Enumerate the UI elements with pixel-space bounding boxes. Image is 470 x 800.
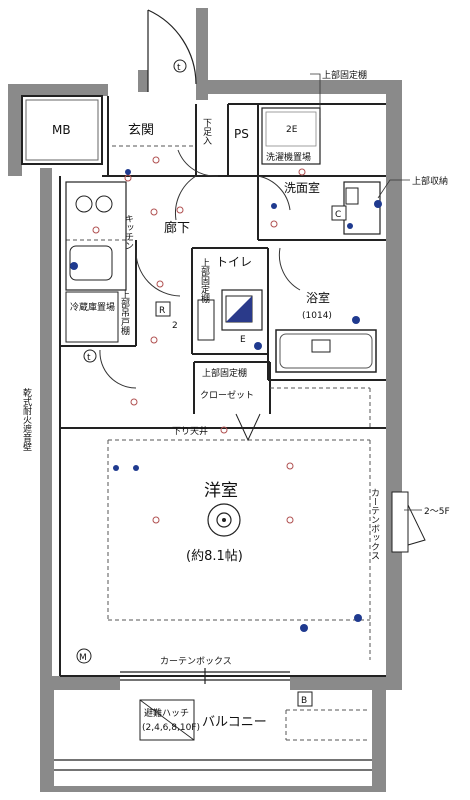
label-curtain-box-side: カーテンボックス: [369, 488, 380, 560]
interior-walls: [59, 96, 386, 677]
wall-bottom-left: [40, 676, 120, 690]
label-roka: 廊下: [164, 220, 190, 236]
washbasin-mirror: [345, 187, 359, 205]
structural-walls: [8, 8, 402, 792]
label-jobu-tsuri-todana: 上部吊戸棚: [119, 290, 130, 336]
label-sentakuki: 洗濯機置場: [266, 151, 311, 163]
label-yokushitsu-size: (1014): [302, 311, 332, 321]
label-toilet: トイレ: [216, 255, 252, 269]
stove-burner-1: [75, 195, 93, 213]
symbol-c: C: [335, 210, 341, 220]
bathtub: [275, 329, 377, 373]
label-floors-2-5: 2〜5F: [424, 507, 450, 517]
closet-door: [235, 413, 261, 442]
kitchen-counter: [65, 181, 127, 291]
mb-inner: [25, 99, 99, 161]
c-symbol-box: [331, 205, 347, 221]
symbol-num-2e: 2E: [286, 125, 298, 135]
label-jobu-kotei-dana-closet: 上部固定棚: [202, 367, 247, 379]
stove-burner-2: [95, 195, 113, 213]
label-hinan-floors: (2,4,6,8,10F): [142, 723, 200, 733]
evacuation-hatch: [139, 699, 195, 741]
label-ps: PS: [234, 127, 249, 141]
label-yokushitsu: 浴室: [306, 290, 330, 305]
wall-top-left-stub: [138, 70, 148, 92]
entrance-door: [147, 9, 197, 92]
b-symbol-box: [297, 691, 313, 707]
washing-machine-inner: [265, 111, 317, 147]
m-symbol-circle: [76, 648, 92, 664]
label-kitchen: キッチン: [123, 214, 134, 250]
r-symbol-box: [155, 301, 171, 317]
wall-bottom-right: [290, 676, 402, 690]
label-sagari-tenjo: 下り天井: [172, 425, 208, 437]
label-mb: MB: [52, 123, 71, 137]
light-fixtures: [92, 156, 306, 524]
blue-fixtures: [70, 169, 382, 632]
label-balcony: バルコニー: [202, 715, 267, 730]
label-senmenjo: 洗面室: [284, 180, 320, 195]
symbol-num-2: 2: [172, 321, 178, 331]
toilet-tank: [221, 289, 263, 331]
fridge-area: [65, 291, 119, 343]
label-yoshitsu: 洋室: [204, 481, 238, 501]
balcony-railing: [54, 759, 372, 771]
label-yoshitsu-size: (約8.1帖): [186, 549, 243, 564]
wall-left-mid: [40, 168, 52, 688]
wall-left-upper: [8, 84, 108, 96]
label-shita-fusa: 下足入: [201, 118, 212, 145]
label-jobu-kotei-dana-toilet: 上部固定棚: [199, 258, 210, 304]
symbol-m: M: [79, 653, 87, 663]
label-genkan: 玄関: [128, 123, 154, 138]
ceiling-light: [207, 503, 241, 537]
label-closet: クローゼット: [200, 389, 254, 401]
label-reizoko: 冷蔵庫置場: [70, 301, 115, 313]
label-curtain-box-bottom: カーテンボックス: [160, 656, 232, 667]
label-hinan-hatch: 避難ハッチ: [144, 707, 189, 719]
toilet-shelf: [197, 299, 215, 341]
wall-balcony-left: [40, 690, 54, 790]
label-jobu-kotei-dana-top: 上部固定棚: [322, 69, 367, 81]
dashed-lines: [66, 145, 371, 741]
wall-balcony-right: [372, 690, 386, 790]
washing-machine-box: [261, 107, 321, 165]
wall-bottom-edge: [40, 786, 386, 792]
wall-right: [386, 80, 402, 680]
label-jobu-shuno: 上部収納: [412, 175, 448, 187]
symbol-b: B: [301, 696, 307, 706]
side-window: [391, 491, 426, 553]
symbol-t-left: t: [87, 353, 91, 363]
toilet-fill: [226, 296, 252, 322]
leader-lines: [310, 73, 422, 511]
wall-left-mb: [8, 84, 22, 176]
symbol-e: E: [240, 335, 246, 345]
wall-top-right-stub: [196, 8, 208, 100]
t-symbol-top-circle: [173, 59, 187, 73]
symbol-t-top: t: [177, 63, 181, 73]
wall-top-right: [200, 80, 402, 94]
symbol-r: R: [159, 306, 165, 316]
mb-box: [21, 95, 103, 165]
kitchen-sink: [69, 245, 113, 281]
t-symbol-left-circle: [83, 349, 97, 363]
bath-controls: [311, 339, 331, 353]
door-swings: [99, 149, 301, 389]
label-kanshiki: 乾式耐火遮音壁: [21, 387, 32, 451]
balcony-window: [120, 668, 290, 684]
